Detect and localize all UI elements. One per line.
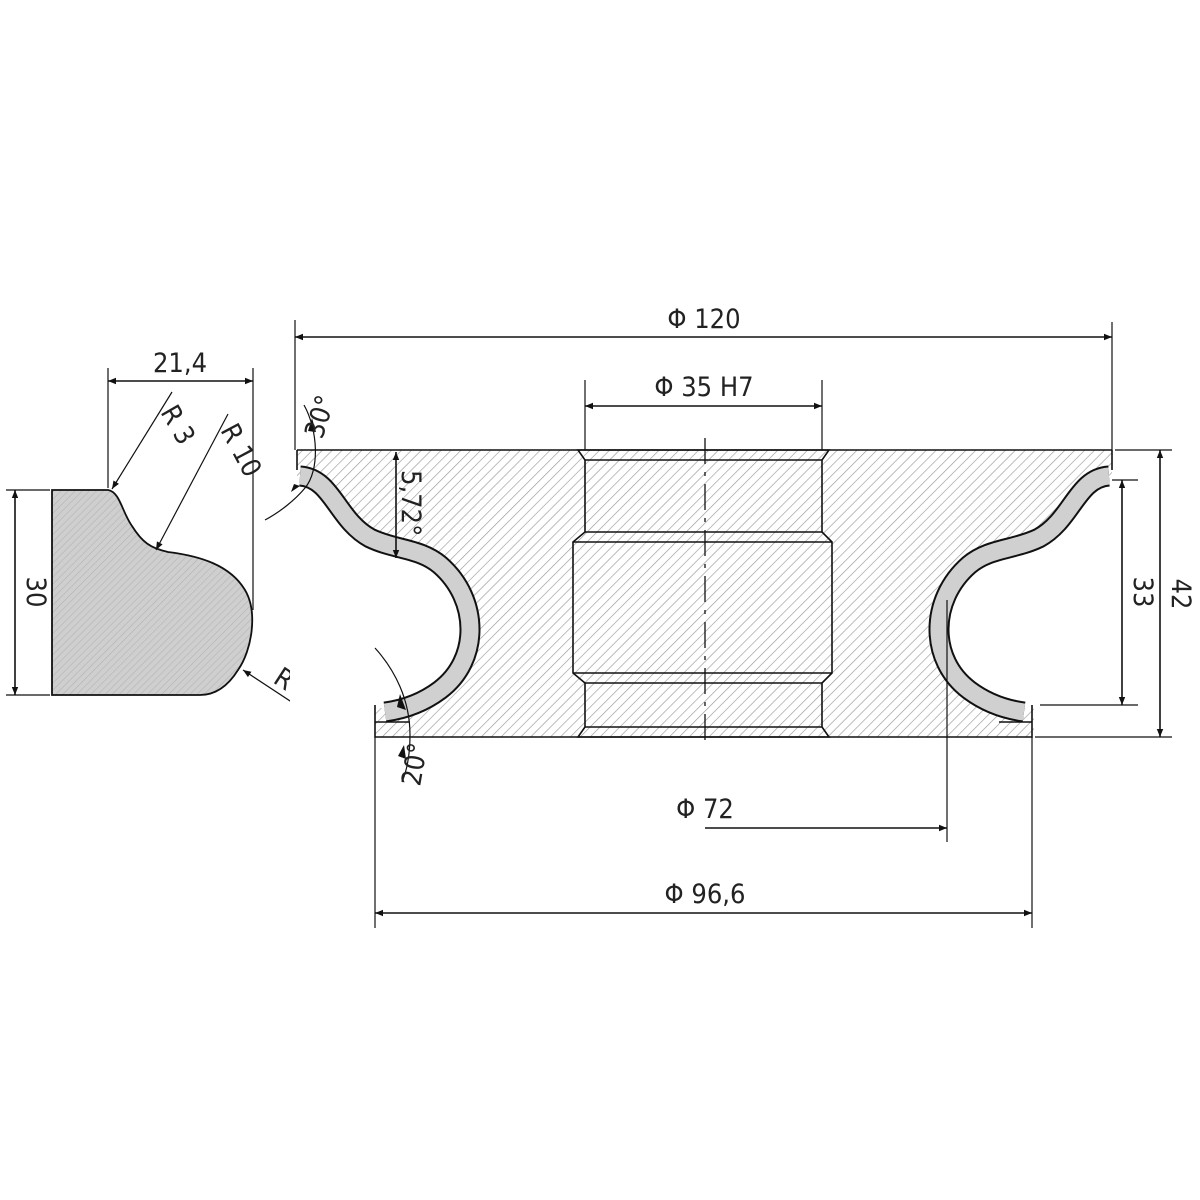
angle-top-label: 30°: [299, 392, 342, 443]
groove-diameter-label: Φ 72: [676, 794, 734, 825]
angle-arc-bottom: [374, 647, 411, 783]
outer-diameter-label: Φ 120: [667, 304, 740, 335]
angle-arrows: [397, 694, 406, 759]
left-cutout: [290, 478, 470, 745]
bore-diameter-label: Φ 35 H7: [654, 372, 753, 403]
angle-bottom-label: 20°: [396, 740, 434, 788]
profile-view: 21,4 30 R 3 R 10 R 10: [6, 348, 332, 723]
section-view: Φ 120 Φ 35 H7 Φ 72 Φ 96,6 42 33 30° 5,72…: [264, 304, 1196, 928]
dimension-width-label: 21,4: [153, 348, 207, 379]
bore: [572, 449, 833, 738]
total-height-label: 42: [1165, 579, 1196, 610]
radius-r3-label: R 3: [154, 400, 201, 450]
bore-edges: [573, 459, 832, 728]
angle-band-label: 5,72°: [395, 470, 426, 536]
right-groove-band: [928, 465, 1111, 723]
left-groove-band: [298, 465, 481, 723]
profile-shape: [51, 489, 254, 696]
right-cutout: [939, 478, 1119, 745]
angle-arrows: [291, 418, 316, 492]
leader-r3: [111, 391, 173, 490]
leader-r10-top: [155, 413, 229, 551]
dimension-height-label: 30: [20, 577, 51, 608]
bottom-diameter-label: Φ 96,6: [665, 879, 746, 910]
groove-height-label: 33: [1127, 577, 1158, 608]
radius-r10-top-label: R 10: [214, 419, 267, 483]
